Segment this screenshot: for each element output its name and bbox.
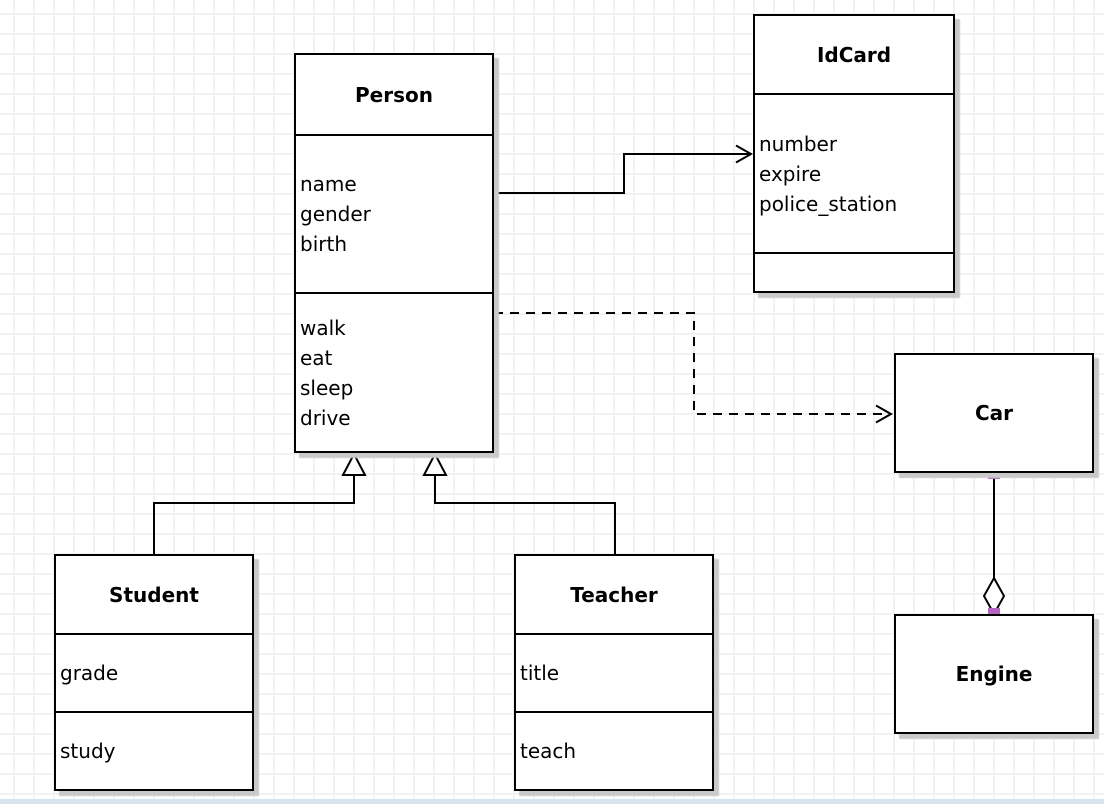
class-student-title: Student bbox=[56, 556, 252, 635]
class-student-methods: study bbox=[56, 713, 252, 789]
class-engine-title: Engine bbox=[955, 662, 1033, 686]
class-student-attributes: grade bbox=[56, 635, 252, 713]
attribute: number bbox=[759, 131, 838, 156]
connector-student-person[interactable] bbox=[153, 451, 367, 554]
method: teach bbox=[520, 739, 577, 763]
class-person-methods: walk eat sleep drive bbox=[296, 294, 492, 451]
attribute: gender bbox=[300, 202, 371, 226]
generalization-triangle-icon bbox=[341, 451, 367, 476]
class-person[interactable]: Person name gender birth walk eat sleep … bbox=[294, 53, 494, 453]
method: sleep bbox=[300, 375, 354, 400]
class-idcard-attributes: number expire police_station bbox=[755, 95, 953, 254]
class-teacher[interactable]: Teacher title teach bbox=[514, 554, 714, 791]
attribute: birth bbox=[300, 232, 347, 256]
class-engine[interactable]: Engine bbox=[894, 614, 1094, 734]
method: drive bbox=[300, 405, 351, 430]
method: study bbox=[60, 739, 116, 763]
attribute: grade bbox=[60, 661, 119, 685]
aggregation-diamond-icon bbox=[982, 575, 1006, 617]
generalization-triangle-icon bbox=[422, 451, 448, 476]
class-idcard[interactable]: IdCard number expire police_station bbox=[753, 14, 955, 293]
connector-car-engine[interactable] bbox=[982, 467, 1006, 620]
class-teacher-title: Teacher bbox=[516, 556, 712, 635]
class-teacher-methods: teach bbox=[516, 713, 712, 789]
attribute: police_station bbox=[759, 191, 898, 216]
class-student[interactable]: Student grade study bbox=[54, 554, 254, 791]
class-car[interactable]: Car bbox=[894, 353, 1094, 473]
canvas-bottom-edge bbox=[0, 799, 1104, 804]
class-person-title: Person bbox=[296, 55, 492, 136]
method: walk bbox=[300, 315, 346, 340]
attribute: name bbox=[300, 172, 357, 196]
class-teacher-attributes: title bbox=[516, 635, 712, 713]
class-idcard-methods bbox=[755, 254, 953, 291]
class-idcard-title: IdCard bbox=[755, 16, 953, 95]
attribute: expire bbox=[759, 161, 822, 186]
class-person-attributes: name gender birth bbox=[296, 136, 492, 294]
connector-person-idcard[interactable] bbox=[494, 144, 754, 194]
attribute: title bbox=[520, 661, 560, 685]
connector-teacher-person[interactable] bbox=[422, 451, 616, 554]
class-car-title: Car bbox=[974, 401, 1014, 425]
method: eat bbox=[300, 345, 333, 370]
connector-person-car[interactable] bbox=[494, 312, 894, 424]
